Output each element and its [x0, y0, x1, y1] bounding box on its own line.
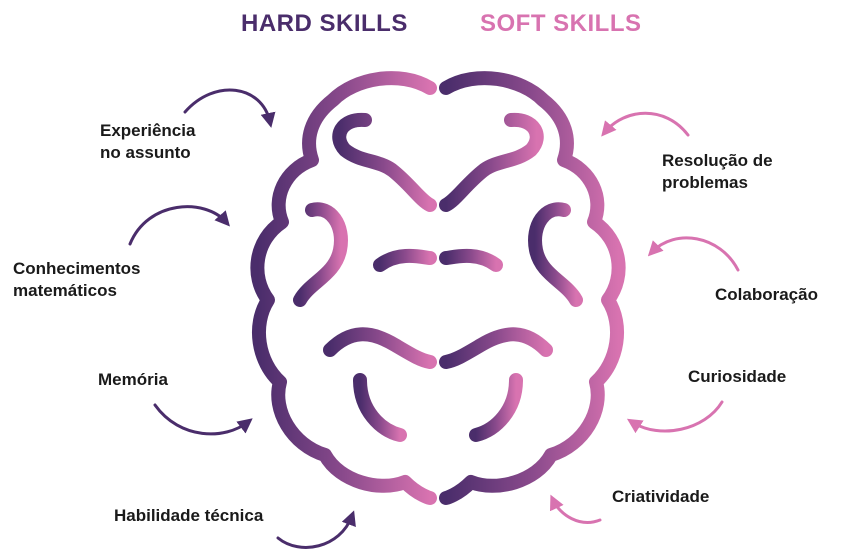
- left-fold-2: [293, 202, 348, 307]
- right-fold-4: [439, 327, 553, 369]
- hard-skill-experiencia: Experiência no assunto: [100, 120, 195, 164]
- soft-skill-curiosidade: Curiosidade: [688, 366, 786, 388]
- left-fold-4: [323, 327, 437, 369]
- soft-skills-title: SOFT SKILLS: [480, 10, 642, 37]
- curved-arrow-icon: [601, 111, 690, 137]
- soft-skill-colaboracao: Colaboração: [715, 284, 818, 306]
- left-fold-3: [373, 248, 437, 272]
- hard-skill-line2: no assunto: [100, 143, 191, 162]
- hard-skill-line1: Memória: [98, 370, 168, 389]
- hard-skill-conhecimentos: Conhecimentos matemáticos: [13, 258, 141, 302]
- soft-skill-line2: problemas: [662, 173, 748, 192]
- hard-skill-line1: Conhecimentos: [13, 259, 141, 278]
- soft-skill-line1: Resolução de: [662, 151, 773, 170]
- curved-arrow-icon: [183, 88, 276, 128]
- curved-arrow-icon: [128, 205, 230, 246]
- right-fold-3: [439, 248, 503, 272]
- brain-icon: [250, 71, 626, 505]
- right-fold-1: [439, 112, 544, 212]
- left-hemisphere-outline: [250, 71, 437, 505]
- hard-skill-memoria: Memória: [98, 369, 168, 391]
- soft-skill-resolucao: Resolução de problemas: [662, 150, 773, 194]
- curved-arrow-icon: [276, 510, 356, 549]
- hard-skill-habilidade-tecnica: Habilidade técnica: [114, 505, 263, 527]
- soft-skill-criatividade: Criatividade: [612, 486, 709, 508]
- right-fold-5: [469, 373, 523, 442]
- hard-skill-line1: Habilidade técnica: [114, 506, 264, 525]
- right-hemisphere-outline: [439, 71, 626, 505]
- hard-skill-line1: Experiência: [100, 121, 196, 140]
- soft-skill-line1: Curiosidade: [688, 367, 787, 386]
- curved-arrow-icon: [626, 400, 724, 434]
- curved-arrow-icon: [550, 494, 602, 524]
- right-fold-2: [528, 202, 583, 307]
- curved-arrow-icon: [153, 403, 253, 436]
- left-fold-1: [332, 112, 437, 212]
- hard-skill-line2: matemáticos: [13, 281, 117, 300]
- curved-arrow-icon: [647, 236, 740, 272]
- hard-skills-title: HARD SKILLS: [241, 10, 408, 37]
- soft-skill-line1: Colaboração: [715, 285, 818, 304]
- soft-skill-line1: Criatividade: [612, 487, 710, 506]
- left-fold-5: [353, 373, 407, 442]
